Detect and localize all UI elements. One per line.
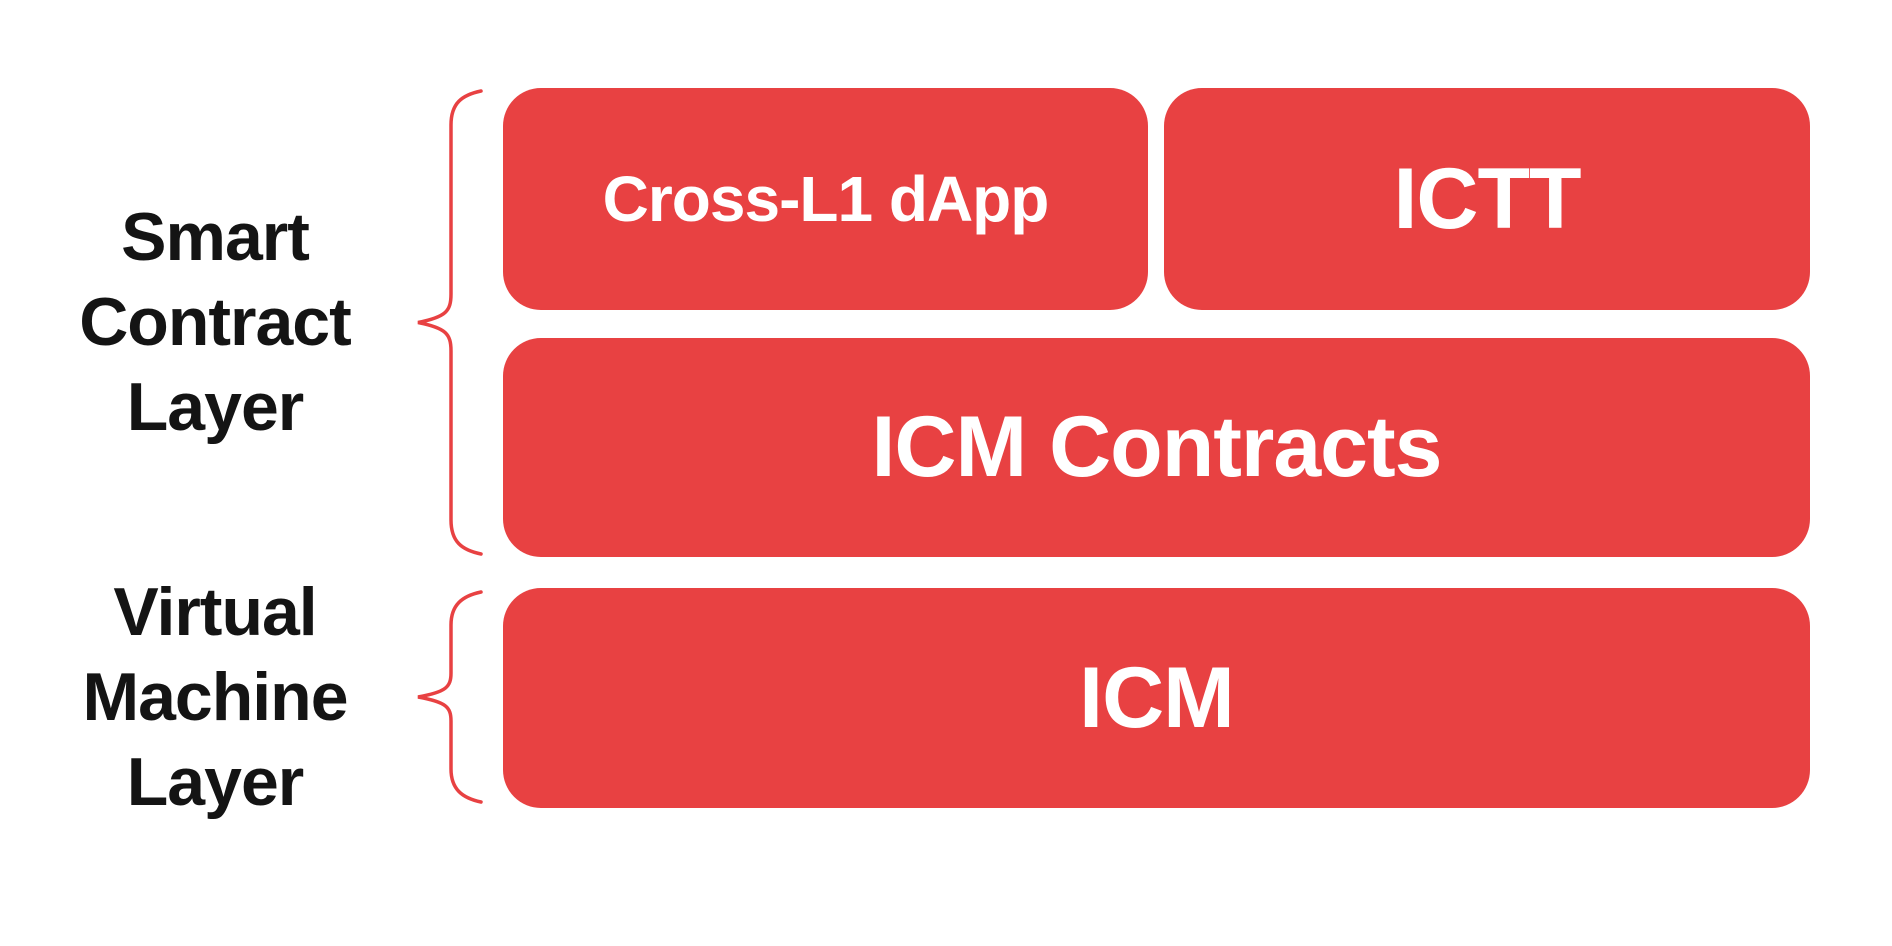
smart-contract-layer-label: Smart Contract Layer: [20, 88, 410, 557]
virtual-machine-layer-label: Virtual Machine Layer: [20, 574, 410, 820]
label-line: Smart: [121, 199, 310, 275]
curly-brace-icon: [417, 89, 483, 556]
cross-l1-dapp-box: Cross-L1 dApp: [503, 88, 1148, 310]
curly-brace-icon: [417, 590, 483, 804]
ictt-box: ICTT: [1164, 88, 1810, 310]
icm-contracts-box-label: ICM Contracts: [871, 399, 1443, 495]
icm-contracts-box: ICM Contracts: [503, 338, 1810, 557]
label-line: Layer: [126, 369, 304, 445]
cross-l1-dapp-box-label: Cross-L1 dApp: [602, 163, 1050, 235]
label-line: Machine: [82, 658, 348, 735]
label-line: Contract: [79, 284, 352, 360]
ictt-box-label: ICTT: [1393, 150, 1581, 247]
label-line: Layer: [126, 743, 304, 820]
icm-box: ICM: [503, 588, 1810, 808]
icm-box-label: ICM: [1079, 649, 1235, 746]
label-line: Virtual: [113, 573, 317, 650]
